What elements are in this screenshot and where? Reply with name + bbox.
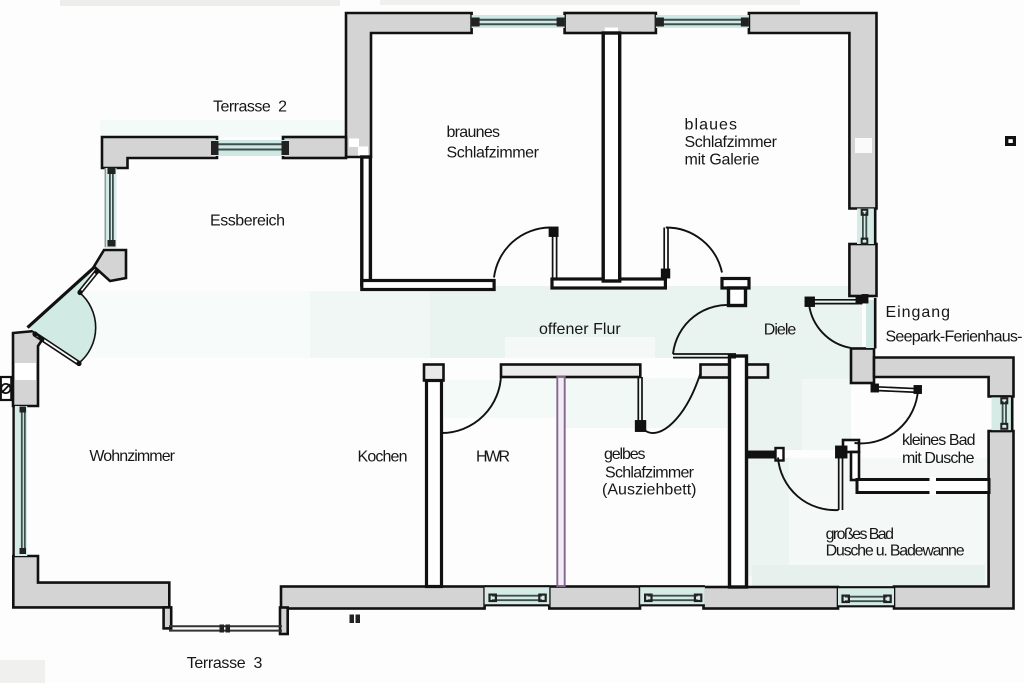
- svg-text:(Ausziehbett): (Ausziehbett): [602, 482, 697, 499]
- svg-text:Terrasse 2: Terrasse 2: [213, 99, 287, 116]
- svg-text:braunes: braunes: [447, 124, 501, 141]
- svg-text:kleines Bad: kleines Bad: [902, 432, 976, 449]
- svg-text:gelbes: gelbes: [604, 446, 646, 463]
- svg-text:Schlafzimmer: Schlafzimmer: [605, 465, 695, 482]
- svg-text:Diele: Diele: [764, 322, 797, 339]
- svg-text:Schlafzimmer: Schlafzimmer: [447, 145, 540, 162]
- svg-text:Dusche u. Badewanne: Dusche u. Badewanne: [826, 543, 965, 560]
- svg-text:Seepark-Ferienhaus-: Seepark-Ferienhaus-: [886, 329, 1023, 346]
- svg-text:Terrasse 3: Terrasse 3: [187, 655, 263, 672]
- svg-text:Schlafzimmer: Schlafzimmer: [685, 134, 778, 151]
- svg-text:Eingang: Eingang: [886, 304, 951, 321]
- svg-text:blaues: blaues: [685, 117, 738, 134]
- svg-text:Kochen: Kochen: [358, 449, 408, 466]
- svg-text:mit Dusche: mit Dusche: [902, 450, 975, 467]
- svg-text:HWR: HWR: [476, 449, 510, 466]
- svg-text:offener Flur: offener Flur: [539, 321, 621, 338]
- svg-text:mit Galerie: mit Galerie: [685, 152, 760, 169]
- svg-text:Wohnzimmer: Wohnzimmer: [89, 448, 175, 465]
- svg-text:großes Bad: großes Bad: [826, 526, 894, 543]
- svg-text:Essbereich: Essbereich: [210, 213, 285, 230]
